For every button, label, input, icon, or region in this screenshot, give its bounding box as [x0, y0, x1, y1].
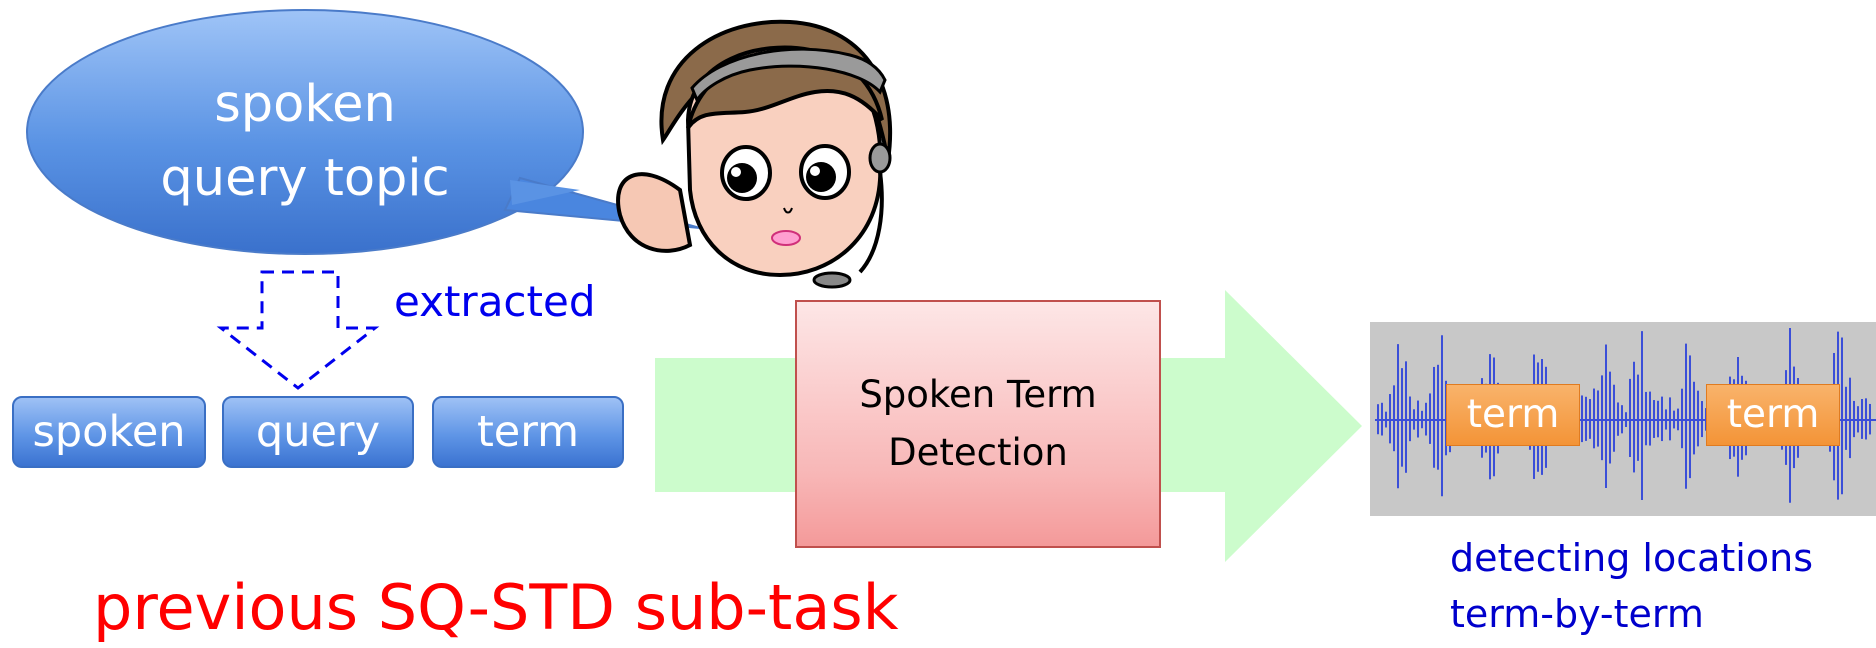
detector-line-1: Spoken Term [859, 373, 1097, 416]
query-term-term: term [432, 396, 624, 468]
result-caption-line-1: detecting locations [1450, 536, 1813, 580]
detector-line-2: Detection [888, 431, 1068, 474]
extracted-label: extracted [394, 277, 596, 326]
bubble-line-2: query topic [160, 149, 450, 208]
query-term-query: query [222, 396, 414, 468]
detected-term-1: term [1446, 384, 1580, 446]
bubble-label: spoken query topic [100, 68, 510, 216]
result-caption: detecting locations term-by-term [1450, 530, 1813, 642]
detected-term-2: term [1706, 384, 1840, 446]
result-caption-line-2: term-by-term [1450, 592, 1704, 636]
spoken-term-detection-box: Spoken Term Detection [795, 300, 1161, 548]
girl-with-headset-icon [616, 19, 893, 289]
query-term-spoken: spoken [12, 396, 206, 468]
footer-title: previous SQ-STD sub-task [93, 571, 899, 644]
extraction-arrow [216, 270, 380, 390]
bubble-line-1: spoken [214, 75, 396, 134]
